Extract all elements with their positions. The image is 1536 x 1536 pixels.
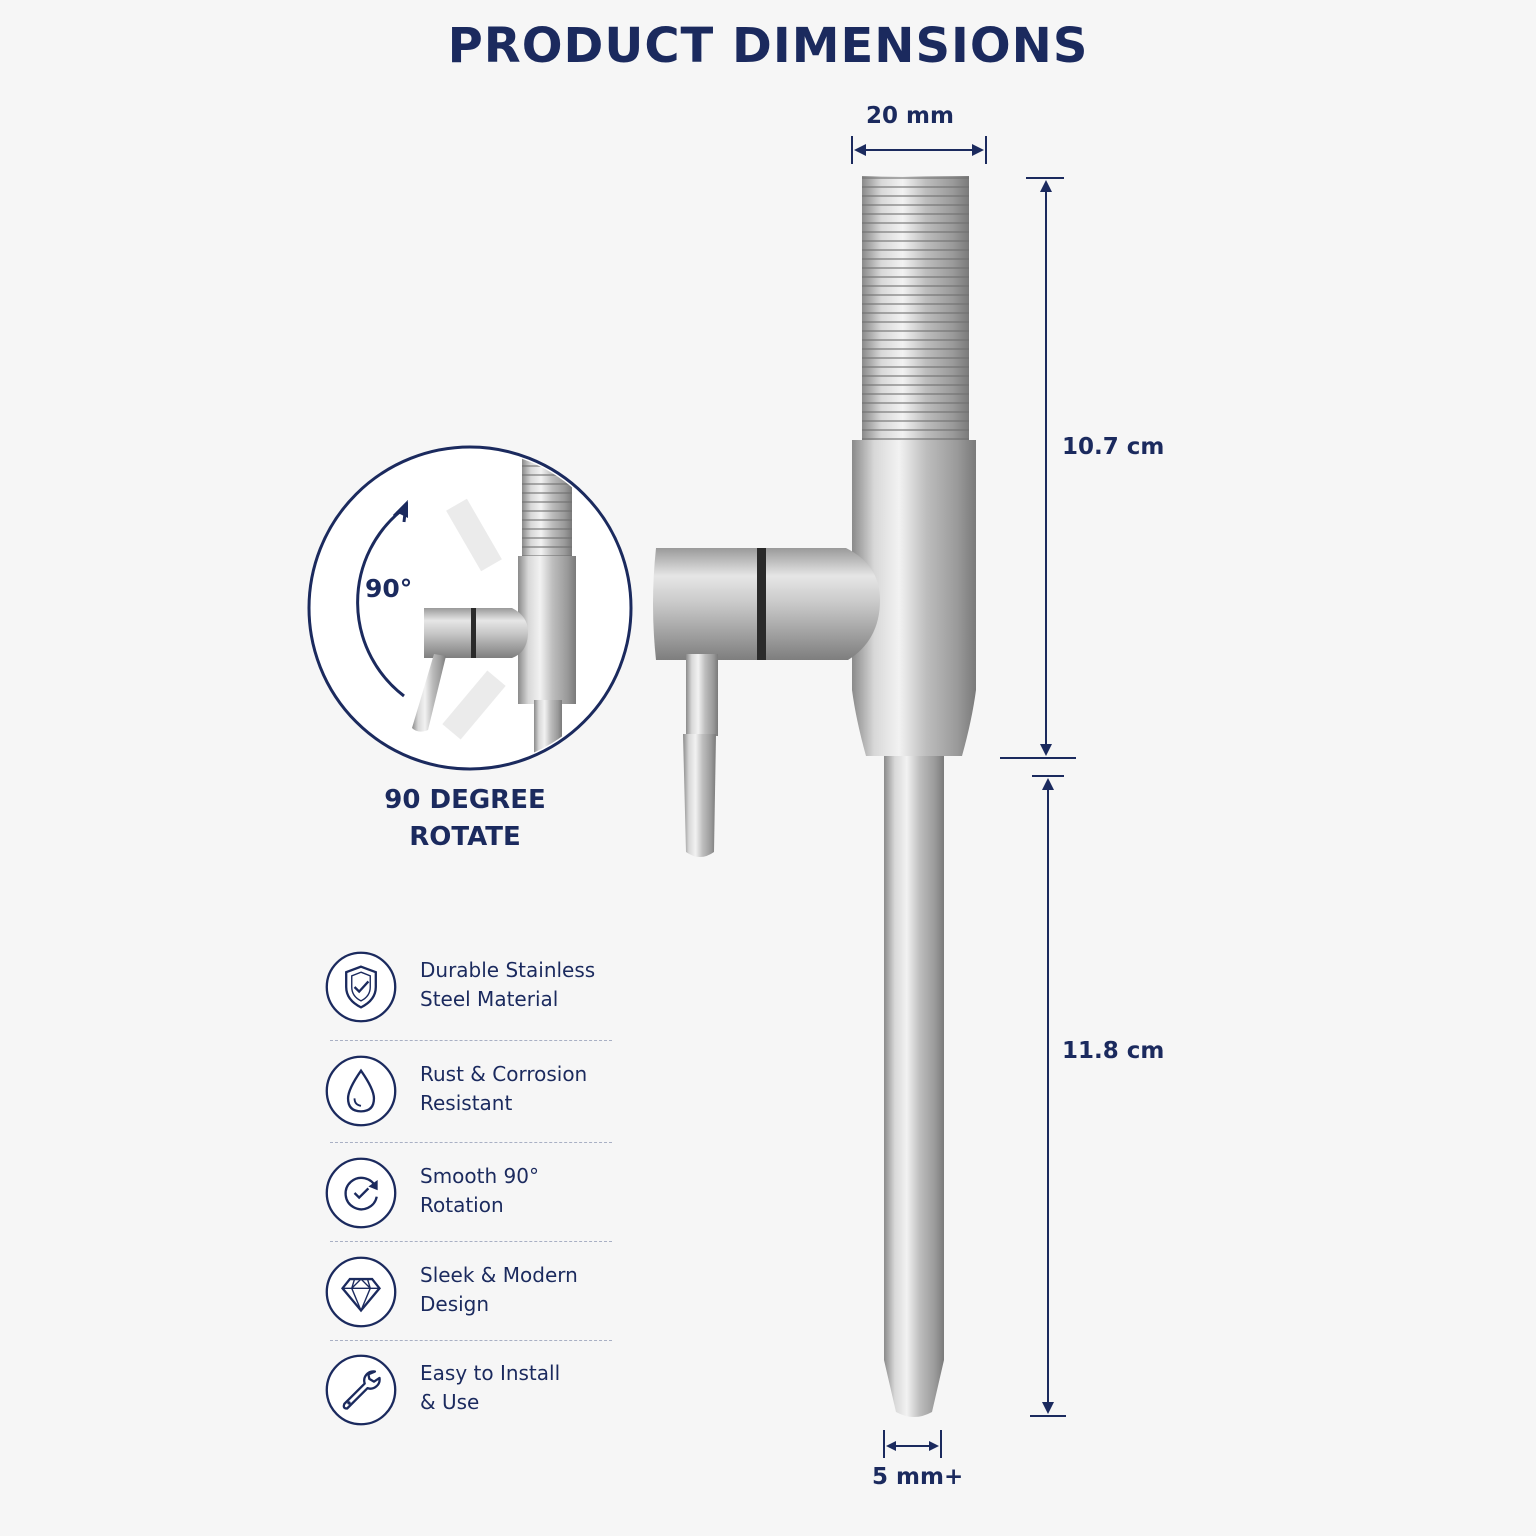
side-arm [653,548,880,660]
feature-line1: Durable Stainless [420,958,596,982]
tip-width-label: 5 mm+ [872,1464,964,1490]
lever-neck [686,654,718,736]
top-width-label: 20 mm [866,103,954,129]
rotation-caption-line1: 90 DEGREE [384,785,546,815]
divider [330,1142,612,1143]
feature-line1: Rust & Corrosion [420,1062,588,1086]
feature-line1: Easy to Install [420,1361,561,1385]
feature-line1: Smooth 90° [420,1164,539,1188]
rotation-caption: 90 DEGREE ROTATE [330,782,600,856]
feature-item: Smooth 90° Rotation [322,1154,614,1234]
feature-item: Durable Stainless Steel Material [322,948,614,1028]
feature-line2: Steel Material [420,987,559,1011]
feature-line1: Sleek & Modern [420,1263,578,1287]
upper-height-label: 10.7 cm [1062,434,1165,460]
rotation-arrow [356,508,405,698]
rotation-detail [307,445,633,771]
spout-tube [884,756,944,1417]
shield-check-icon [325,951,397,1023]
feature-line2: Rotation [420,1193,504,1217]
feature-line2: Resistant [420,1091,513,1115]
rotation-caption-line2: ROTATE [409,822,521,852]
divider [330,1241,612,1242]
arm-ring [757,548,766,660]
feature-line2: Design [420,1292,490,1316]
diamond-icon [325,1256,397,1328]
rotate-check-icon [325,1157,397,1229]
rotation-angle-label: 90° [365,574,413,603]
divider [330,1040,612,1041]
dimension-lines [851,136,1076,1458]
feature-item: Sleek & Modern Design [322,1253,614,1333]
faucet-image [653,176,976,1417]
feature-item: Easy to Install & Use [322,1351,614,1431]
valve-body [852,440,976,756]
feature-item: Rust & Corrosion Resistant [322,1052,614,1132]
lower-height-label: 11.8 cm [1062,1038,1165,1064]
lever-handle [683,734,716,857]
wrench-icon [325,1354,397,1426]
divider [330,1340,612,1341]
page-title: PRODUCT DIMENSIONS [447,18,1089,74]
feature-line2: & Use [420,1390,480,1414]
water-drop-icon [325,1055,397,1127]
